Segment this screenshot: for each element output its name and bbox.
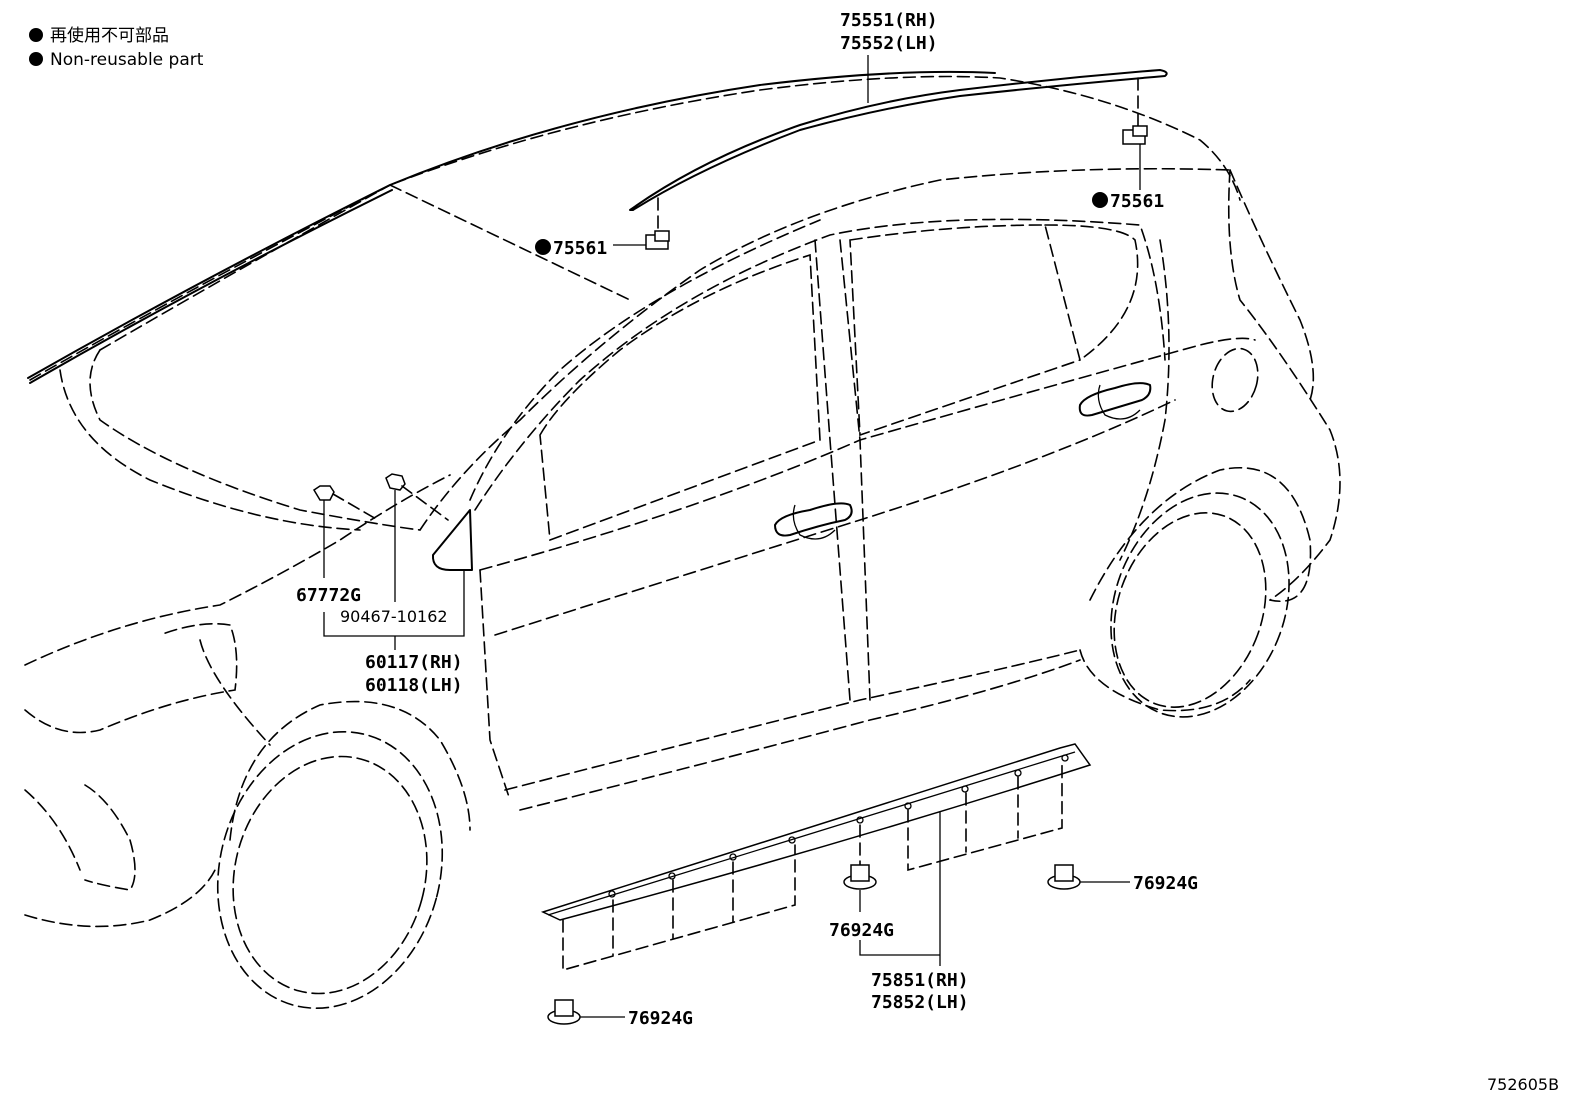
label-sill-rh: 75851(RH) (871, 970, 969, 991)
car-body-outline (24, 75, 1341, 1009)
legend-en: Non-reusable part (50, 50, 204, 70)
label-sill-lh: 75852(LH) (871, 992, 969, 1013)
callout-nut-bottom: 76924G (547, 999, 693, 1029)
callout-nut-right: 76924G (1047, 864, 1198, 894)
label-roof-lh: 75552(LH) (840, 33, 938, 54)
callout-mirror: 67772G 90467-10162 60117(RH) 60118(LH) (296, 473, 465, 696)
diagram-code: 752605B (1487, 1075, 1559, 1094)
non-reusable-bullet-icon (29, 52, 43, 66)
label-mirror-lh: 60118(LH) (365, 675, 463, 696)
label-clip-left: 75561 (553, 238, 607, 259)
clip-part (654, 230, 670, 242)
clip-part (1132, 125, 1148, 137)
legend: 再使用不可部品 Non-reusable part (29, 25, 204, 70)
legend-jp: 再使用不可部品 (50, 25, 169, 46)
label-nut-bottom: 76924G (628, 1008, 693, 1029)
label-mirror-rh: 60117(RH) (365, 652, 463, 673)
nut-part (1054, 864, 1074, 882)
label-nut-right: 76924G (1133, 873, 1198, 894)
non-reusable-bullet-icon (29, 28, 43, 42)
callout-clip-right: 75561 (1092, 77, 1164, 212)
label-roof-rh: 75551(RH) (840, 10, 938, 31)
callout-rocker-molding: 75851(RH) 75852(LH) (859, 812, 969, 1013)
nut-part (554, 999, 574, 1017)
callout-roof-molding: 75551(RH) 75552(LH) (840, 10, 938, 103)
label-nut-center: 76924G (829, 920, 894, 941)
callout-nut-center: 76924G (829, 864, 894, 941)
non-reusable-bullet-icon (535, 239, 551, 255)
label-clip-right: 75561 (1110, 191, 1164, 212)
callout-clip-left: 75561 (535, 197, 670, 259)
rocker-molding (540, 743, 1092, 972)
screw-part (385, 473, 406, 491)
clip-67772g-part (312, 485, 335, 501)
nut-part (850, 864, 870, 882)
non-reusable-bullet-icon (1092, 192, 1108, 208)
roof-molding (27, 69, 1168, 384)
label-screw: 90467-10162 (340, 607, 448, 626)
label-clip-67772g: 67772G (296, 585, 361, 606)
